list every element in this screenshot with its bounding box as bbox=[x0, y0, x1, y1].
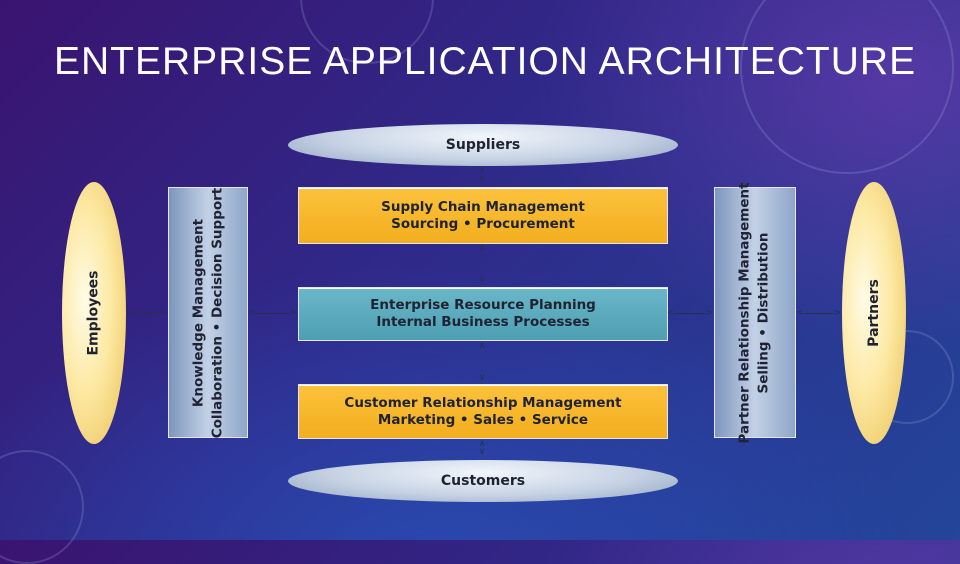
suppliers-label: Suppliers bbox=[445, 137, 521, 153]
prm-line2: Selling • Distribution bbox=[756, 232, 773, 393]
employees-label: Employees bbox=[86, 270, 103, 356]
erp-box: Enterprise Resource Planning Internal Bu… bbox=[298, 287, 668, 341]
arrow-employees-km: <> bbox=[127, 308, 167, 318]
crm-line1: Customer Relationship Management bbox=[344, 394, 622, 411]
architecture-diagram: Suppliers ∧∨ Supply Chain Management Sou… bbox=[62, 124, 906, 502]
arrow-erp-crm: ∧ bbox=[478, 341, 486, 351]
suppliers-oval: Suppliers bbox=[288, 124, 678, 166]
scm-box: Supply Chain Management Sourcing • Procu… bbox=[298, 187, 668, 244]
arrow-erp-crm-down: ∨ bbox=[478, 373, 486, 383]
km-line1: Knowledge Management bbox=[190, 218, 207, 407]
partner-relationship-management-bar: Partner Relationship Management Selling … bbox=[714, 182, 796, 443]
page-title: ENTERPRISE APPLICATION ARCHITECTURE bbox=[54, 40, 917, 83]
crm-box: Customer Relationship Management Marketi… bbox=[298, 384, 668, 439]
erp-line1: Enterprise Resource Planning bbox=[370, 297, 596, 313]
scm-line1: Supply Chain Management bbox=[381, 198, 585, 215]
partners-label: Partners bbox=[866, 279, 883, 347]
customers-label: Customers bbox=[440, 473, 526, 489]
scm-line2: Sourcing • Procurement bbox=[391, 215, 575, 232]
crm-line2: Marketing • Sales • Service bbox=[377, 411, 589, 428]
prm-line1: Partner Relationship Management bbox=[737, 181, 754, 444]
arrow-crm-customers: ∧∨ bbox=[478, 439, 486, 457]
erp-line2: Internal Business Processes bbox=[376, 314, 590, 330]
arrow-erp-prm: <> bbox=[667, 308, 713, 318]
partners-oval: Partners bbox=[842, 182, 906, 444]
employees-oval: Employees bbox=[62, 182, 126, 444]
arrow-km-erp: <> bbox=[248, 308, 297, 318]
arrow-scm-erp-down: ∨ bbox=[478, 275, 486, 285]
customers-oval: Customers bbox=[288, 460, 678, 502]
arrow-suppliers-scm: ∧∨ bbox=[478, 166, 486, 184]
knowledge-management-bar: Knowledge Management Collaboration • Dec… bbox=[168, 187, 248, 438]
arrow-prm-partners: <> bbox=[796, 308, 841, 318]
arrow-scm-erp: ∧ bbox=[478, 243, 486, 253]
km-line2: Collaboration • Decision Support bbox=[209, 187, 226, 438]
